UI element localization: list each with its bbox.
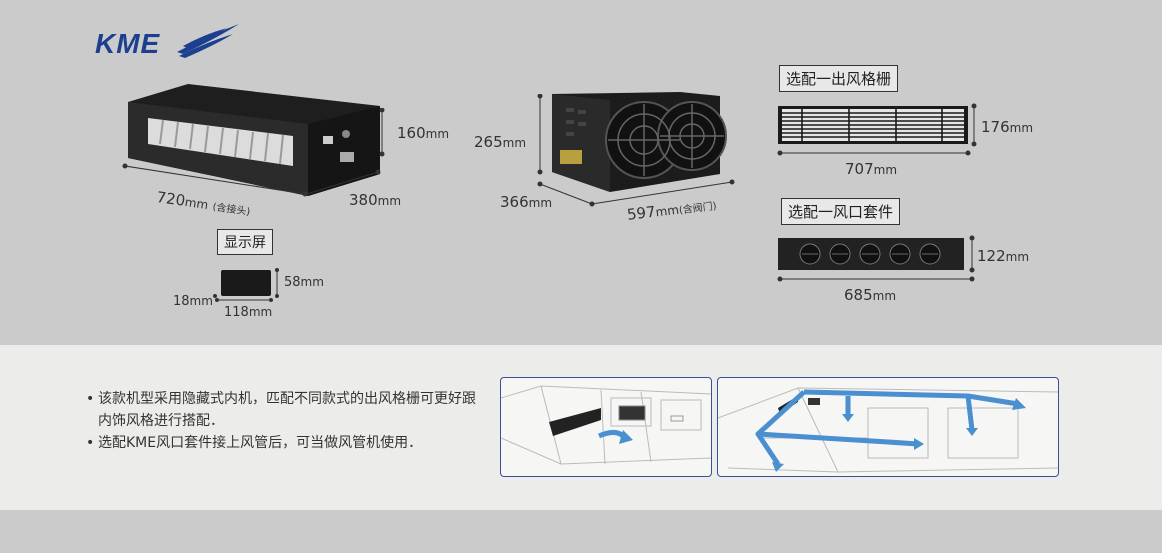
dim-value: 118 — [224, 305, 249, 320]
display-screen-image — [213, 268, 279, 302]
dim-unit: mm — [654, 202, 680, 220]
grille-image — [777, 103, 977, 156]
installation-illustration-grille — [500, 377, 712, 477]
installation-illustration-ducts — [717, 377, 1059, 477]
kme-logo: KME — [95, 24, 239, 60]
dim-value: 366 — [500, 193, 529, 211]
dim-unit: mm — [425, 127, 450, 141]
condenser-unit-image — [552, 92, 727, 192]
footer-band — [0, 510, 1162, 553]
grille-width: 707mm — [845, 160, 897, 178]
dim-unit: mm — [183, 194, 210, 213]
display-height: 58mm — [284, 275, 324, 290]
grille-height: 176mm — [981, 118, 1033, 136]
condenser-dimension-lines — [537, 94, 735, 207]
condenser-depth: 366mm — [500, 193, 552, 211]
indoor-unit-depth: 380mm — [349, 191, 401, 209]
dim-unit: mm — [528, 196, 553, 210]
dim-value: 265 — [474, 133, 503, 151]
indoor-unit-height: 160mm — [397, 124, 449, 142]
indoor-unit-dimension-lines — [122, 108, 385, 197]
duct-kit-height: 122mm — [977, 247, 1029, 265]
display-label: 显示屏 — [217, 229, 273, 255]
note-item: 该款机型采用隐藏式内机，匹配不同款式的出风格栅可更好跟内饰风格进行搭配． — [86, 388, 486, 432]
interior-grille-drawing — [501, 385, 711, 465]
condenser-height: 265mm — [474, 133, 526, 151]
dim-unit: mm — [248, 305, 273, 319]
dim-value: 176 — [981, 118, 1010, 136]
dim-unit: mm — [1009, 121, 1034, 135]
dim-unit: mm — [873, 163, 898, 177]
display-depth: 18mm — [173, 294, 213, 309]
duct-kit-width: 685mm — [844, 286, 896, 304]
dim-value: 707 — [845, 160, 874, 178]
dim-unit: mm — [377, 194, 402, 208]
dim-unit: mm — [872, 289, 897, 303]
dim-unit: mm — [300, 275, 324, 289]
duct-kit-image — [777, 235, 975, 282]
interior-ducts-drawing — [718, 387, 1058, 473]
dim-value: 58 — [284, 275, 301, 290]
logo-text: KME — [95, 28, 161, 59]
dim-value: 720 — [155, 188, 187, 210]
dim-unit: mm — [189, 294, 213, 308]
dim-value: 380 — [349, 191, 378, 209]
wing-icon — [177, 24, 239, 58]
feature-notes: 该款机型采用隐藏式内机，匹配不同款式的出风格栅可更好跟内饰风格进行搭配． 选配K… — [86, 388, 486, 454]
grille-label: 选配一出风格栅 — [779, 65, 899, 92]
dim-value: 122 — [977, 247, 1006, 265]
display-width: 118mm — [224, 305, 272, 320]
dim-unit: mm — [502, 136, 527, 150]
dim-value: 597 — [626, 202, 657, 224]
dim-value: 18 — [173, 294, 190, 309]
dim-unit: mm — [1005, 250, 1030, 264]
duct-kit-label: 选配一风口套件 — [781, 198, 901, 225]
note-item: 选配KME风口套件接上风管后，可当做风管机使用． — [86, 432, 486, 454]
indoor-unit-image — [128, 84, 380, 196]
dim-value: 160 — [397, 124, 426, 142]
dim-value: 685 — [844, 286, 873, 304]
